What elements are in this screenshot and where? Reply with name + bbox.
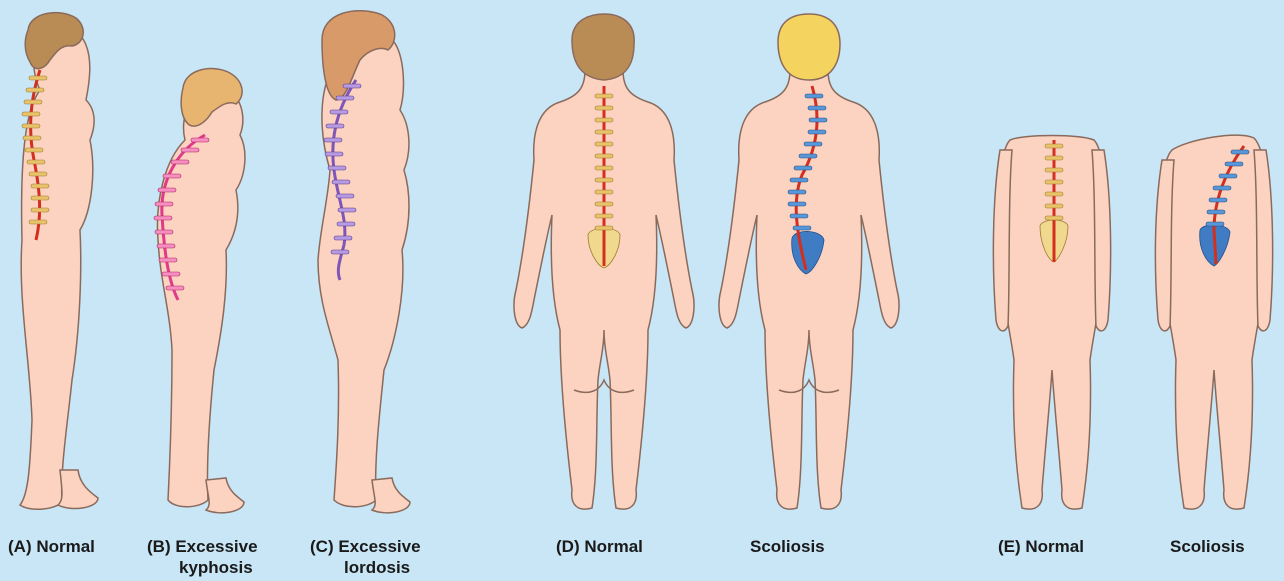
hair-d bbox=[572, 14, 634, 80]
caption-c-lordosis: (C) Excessive lordosis bbox=[310, 536, 421, 578]
figure-b-kyphosis-side bbox=[154, 69, 245, 513]
caption-d-normal: (D) Normal bbox=[556, 536, 643, 557]
figure-a-normal-side bbox=[20, 13, 98, 510]
caption-b-line1: (B) Excessive bbox=[147, 537, 258, 556]
figure-e-normal-bent bbox=[993, 136, 1110, 510]
figure-c-lordosis-side bbox=[318, 11, 410, 513]
figure-d-normal-back bbox=[514, 14, 694, 509]
caption-c-line1: (C) Excessive bbox=[310, 537, 421, 556]
figure-e-scoliosis-bent bbox=[1155, 135, 1272, 509]
caption-e-normal: (E) Normal bbox=[998, 536, 1084, 557]
hair-d-scoliosis bbox=[778, 14, 840, 80]
caption-d-scoliosis: Scoliosis bbox=[750, 536, 825, 557]
caption-a-normal: (A) Normal bbox=[8, 536, 95, 557]
figure-d-scoliosis-back bbox=[719, 14, 899, 509]
caption-b-line2: kyphosis bbox=[147, 557, 258, 578]
caption-e-scoliosis: Scoliosis bbox=[1170, 536, 1245, 557]
caption-b-kyphosis: (B) Excessive kyphosis bbox=[147, 536, 258, 578]
caption-c-line2: lordosis bbox=[310, 557, 421, 578]
